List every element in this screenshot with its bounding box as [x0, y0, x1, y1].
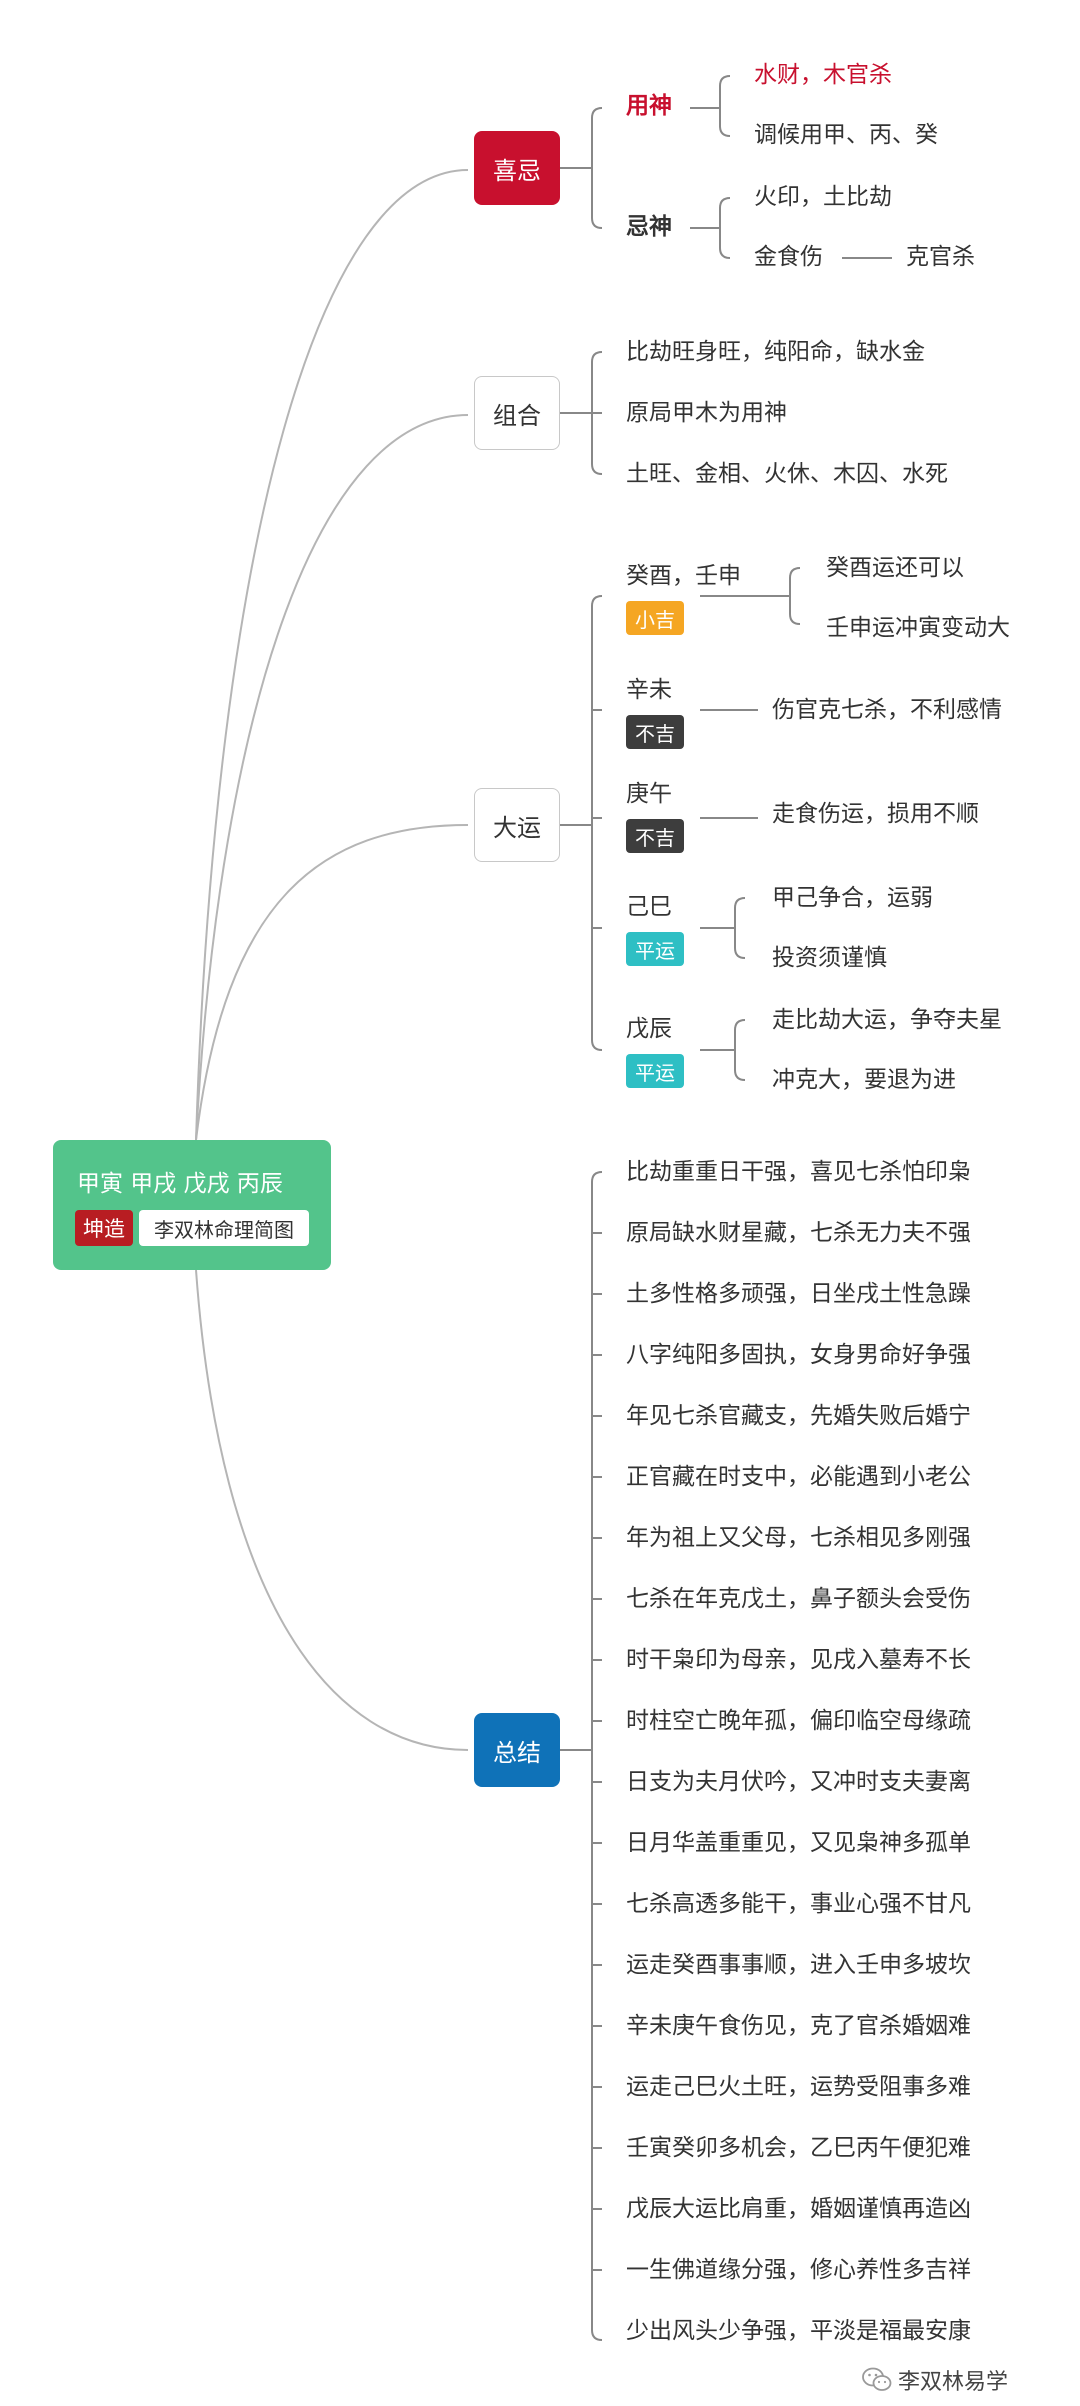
zongjie-item[interactable]: 日支为夫月伏吟，又冲时支夫妻离 — [626, 1769, 971, 1795]
zongjie-item[interactable]: 正官藏在时支中，必能遇到小老公 — [626, 1464, 971, 1490]
zongjie-item[interactable]: 年为祖上又父母，七杀相见多刚强 — [626, 1525, 971, 1551]
jishen-sub[interactable]: 克官杀 — [906, 244, 975, 270]
yongshen-item-1[interactable]: 水财，木官杀 — [754, 62, 892, 88]
watermark-text: 李双林易学 — [898, 2370, 1009, 2395]
branch-xiji-label: 喜忌 — [493, 156, 541, 185]
dayun-group-2-tag: 不吉 — [626, 715, 684, 749]
dayun-group-5-item-1[interactable]: 走比劫大运，争夺夫星 — [772, 1007, 1002, 1033]
branch-xiji[interactable]: 喜忌 — [474, 131, 560, 205]
dayun-group-5-item-2[interactable]: 冲克大，要退为进 — [772, 1067, 956, 1093]
branch-zuhe[interactable]: 组合 — [474, 376, 560, 450]
yongshen-label[interactable]: 用神 — [626, 93, 672, 119]
jishen-label[interactable]: 忌神 — [626, 214, 672, 240]
dayun-group-4-name[interactable]: 己巳 — [626, 894, 672, 920]
edge-root-zuhe — [195, 414, 469, 1141]
edge-root-zongjie — [195, 1269, 469, 1751]
dayun-group-2-name[interactable]: 辛未 — [626, 677, 672, 703]
branch-zongjie[interactable]: 总结 — [474, 1713, 560, 1787]
zongjie-item[interactable]: 少出风头少争强，平淡是福最安康 — [626, 2318, 971, 2344]
zongjie-item[interactable]: 比劫重重日干强，喜见七杀怕印枭 — [626, 1159, 971, 1185]
edge-root-dayun — [195, 824, 469, 1141]
dayun-group-5-name[interactable]: 戊辰 — [626, 1016, 672, 1042]
branch-zuhe-label: 组合 — [493, 401, 541, 430]
zongjie-item[interactable]: 土多性格多顽强，日坐戌土性急躁 — [626, 1281, 971, 1307]
zongjie-item[interactable]: 辛未庚午食伤见，克了官杀婚姻难 — [626, 2013, 971, 2039]
zongjie-item[interactable]: 时干枭印为母亲，见戌入墓寿不长 — [626, 1647, 971, 1673]
dayun-group-5-tag: 平运 — [626, 1054, 684, 1088]
root-title: 甲寅 甲戌 戊戌 丙辰 — [77, 1171, 283, 1197]
jishen-item-1[interactable]: 火印，土比劫 — [754, 184, 892, 210]
zuhe-item-1[interactable]: 比劫旺身旺，纯阳命，缺水金 — [626, 339, 925, 365]
zongjie-item[interactable]: 壬寅癸卯多机会，乙巳丙午便犯难 — [626, 2135, 971, 2161]
dayun-group-1-item-1[interactable]: 癸酉运还可以 — [826, 555, 964, 581]
zongjie-item[interactable]: 年见七杀官藏支，先婚失败后婚宁 — [626, 1403, 971, 1429]
dayun-group-3-name[interactable]: 庚午 — [626, 781, 672, 807]
watermark: 李双林易学 — [862, 2364, 1008, 2396]
dayun-group-3-item-1[interactable]: 走食伤运，损用不顺 — [772, 801, 979, 827]
dayun-group-1-tag: 小吉 — [626, 601, 684, 635]
jishen-item-2[interactable]: 金食伤 — [754, 244, 823, 270]
root-tag-title: 李双林命理简图 — [139, 1210, 309, 1246]
dayun-group-4-item-1[interactable]: 甲己争合，运弱 — [772, 885, 933, 911]
yongshen-item-2[interactable]: 调候用甲、丙、癸 — [754, 122, 938, 148]
zongjie-item[interactable]: 七杀在年克戊土，鼻子额头会受伤 — [626, 1586, 971, 1612]
branch-dayun-label: 大运 — [493, 813, 541, 842]
zongjie-item[interactable]: 时柱空亡晚年孤，偏印临空母缘疏 — [626, 1708, 971, 1734]
wechat-icon — [862, 2367, 892, 2391]
dayun-group-4-tag: 平运 — [626, 932, 684, 966]
zuhe-item-3[interactable]: 土旺、金相、火休、木囚、水死 — [626, 461, 948, 487]
root-node[interactable]: 甲寅 甲戌 戊戌 丙辰 坤造 李双林命理简图 — [53, 1140, 331, 1270]
dayun-group-3-tag: 不吉 — [626, 819, 684, 853]
dayun-group-2-item-1[interactable]: 伤官克七杀，不利感情 — [772, 697, 1002, 723]
branch-dayun[interactable]: 大运 — [474, 788, 560, 862]
zongjie-item[interactable]: 戊辰大运比肩重，婚姻谨慎再造凶 — [626, 2196, 971, 2222]
zongjie-item[interactable]: 一生佛道缘分强，修心养性多吉祥 — [626, 2257, 971, 2283]
zongjie-item[interactable]: 日月华盖重重见，又见枭神多孤单 — [626, 1830, 971, 1856]
zongjie-item[interactable]: 运走己巳火土旺，运势受阻事多难 — [626, 2074, 971, 2100]
zongjie-item[interactable]: 原局缺水财星藏，七杀无力夫不强 — [626, 1220, 971, 1246]
edge-root-xiji — [195, 169, 469, 1141]
zongjie-item[interactable]: 八字纯阳多固执，女身男命好争强 — [626, 1342, 971, 1368]
dayun-group-1-name[interactable]: 癸酉，壬申 — [626, 563, 741, 589]
dayun-group-1-item-2[interactable]: 壬申运冲寅变动大 — [826, 615, 1010, 641]
zongjie-item[interactable]: 七杀高透多能干，事业心强不甘凡 — [626, 1891, 971, 1917]
dayun-group-4-item-2[interactable]: 投资须谨慎 — [772, 945, 887, 971]
root-tag-kunzao: 坤造 — [75, 1210, 133, 1246]
branch-zongjie-label: 总结 — [493, 1738, 541, 1767]
zuhe-item-2[interactable]: 原局甲木为用神 — [626, 400, 787, 426]
zongjie-item[interactable]: 运走癸酉事事顺，进入壬申多坡坎 — [626, 1952, 971, 1978]
